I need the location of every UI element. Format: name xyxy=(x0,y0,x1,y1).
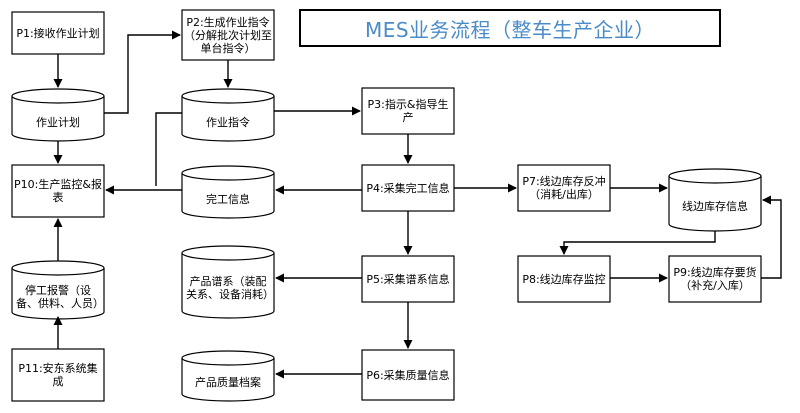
store-genealogy xyxy=(181,245,275,319)
process-box-p8 xyxy=(517,255,611,303)
process-label-p8: P8:线边库存监控 xyxy=(522,272,606,286)
process-box-p10 xyxy=(11,164,105,218)
arrow-plan-p2 xyxy=(104,30,181,114)
page-title: MES业务流程（整车生产企业） xyxy=(364,17,656,42)
store-complete xyxy=(181,165,275,219)
process-label-p4: P4:采集完工信息 xyxy=(366,181,450,195)
process-box-p1 xyxy=(11,11,105,55)
process-box-p11 xyxy=(11,348,105,402)
process-box-p2 xyxy=(181,9,275,61)
process-box-p6 xyxy=(361,349,455,401)
store-andon xyxy=(11,260,105,320)
process-box-p3 xyxy=(361,87,455,135)
process-label-p5: P5:采集谱系信息 xyxy=(366,272,450,286)
store-label-complete: 完工信息 xyxy=(206,192,250,206)
store-label-quality: 产品质量档案 xyxy=(195,375,261,389)
arrow-linestock-p8 xyxy=(559,231,716,255)
store-plan xyxy=(11,88,105,142)
title-frame xyxy=(299,9,721,47)
store-label-genealogy: 产品谱系（装配关系、设备消耗） xyxy=(186,275,274,301)
store-label-order: 作业指令 xyxy=(206,115,250,129)
process-label-p11: P11:安东系统集成 xyxy=(18,362,98,388)
store-label-linestock: 线边库存信息 xyxy=(682,199,748,213)
store-label-andon: 停工报警（设备、供料、人员） xyxy=(16,284,104,310)
process-box-p9 xyxy=(668,255,762,303)
process-label-p2: P2:生成作业指令（分解批次计划至单台指令） xyxy=(184,15,272,55)
process-label-p7: P7:线边库存反冲（消耗/出库） xyxy=(522,175,606,201)
process-box-p5 xyxy=(361,255,455,303)
process-label-p9: P9:线边库存要货（补充/入库） xyxy=(673,266,757,292)
line-order-p10 xyxy=(155,112,182,186)
process-label-p6: P6:采集质量信息 xyxy=(366,368,450,382)
store-order xyxy=(181,88,275,142)
store-label-plan: 作业计划 xyxy=(36,115,80,129)
process-label-p3: P3:指示&指导生产 xyxy=(367,98,449,124)
process-box-p7 xyxy=(517,164,611,212)
store-quality xyxy=(181,350,275,402)
arrow-p9-linestock xyxy=(761,195,782,279)
process-label-p10: P10:生产监控&报表 xyxy=(14,178,102,204)
process-label-p1: P1:接收作业计划 xyxy=(16,26,100,40)
